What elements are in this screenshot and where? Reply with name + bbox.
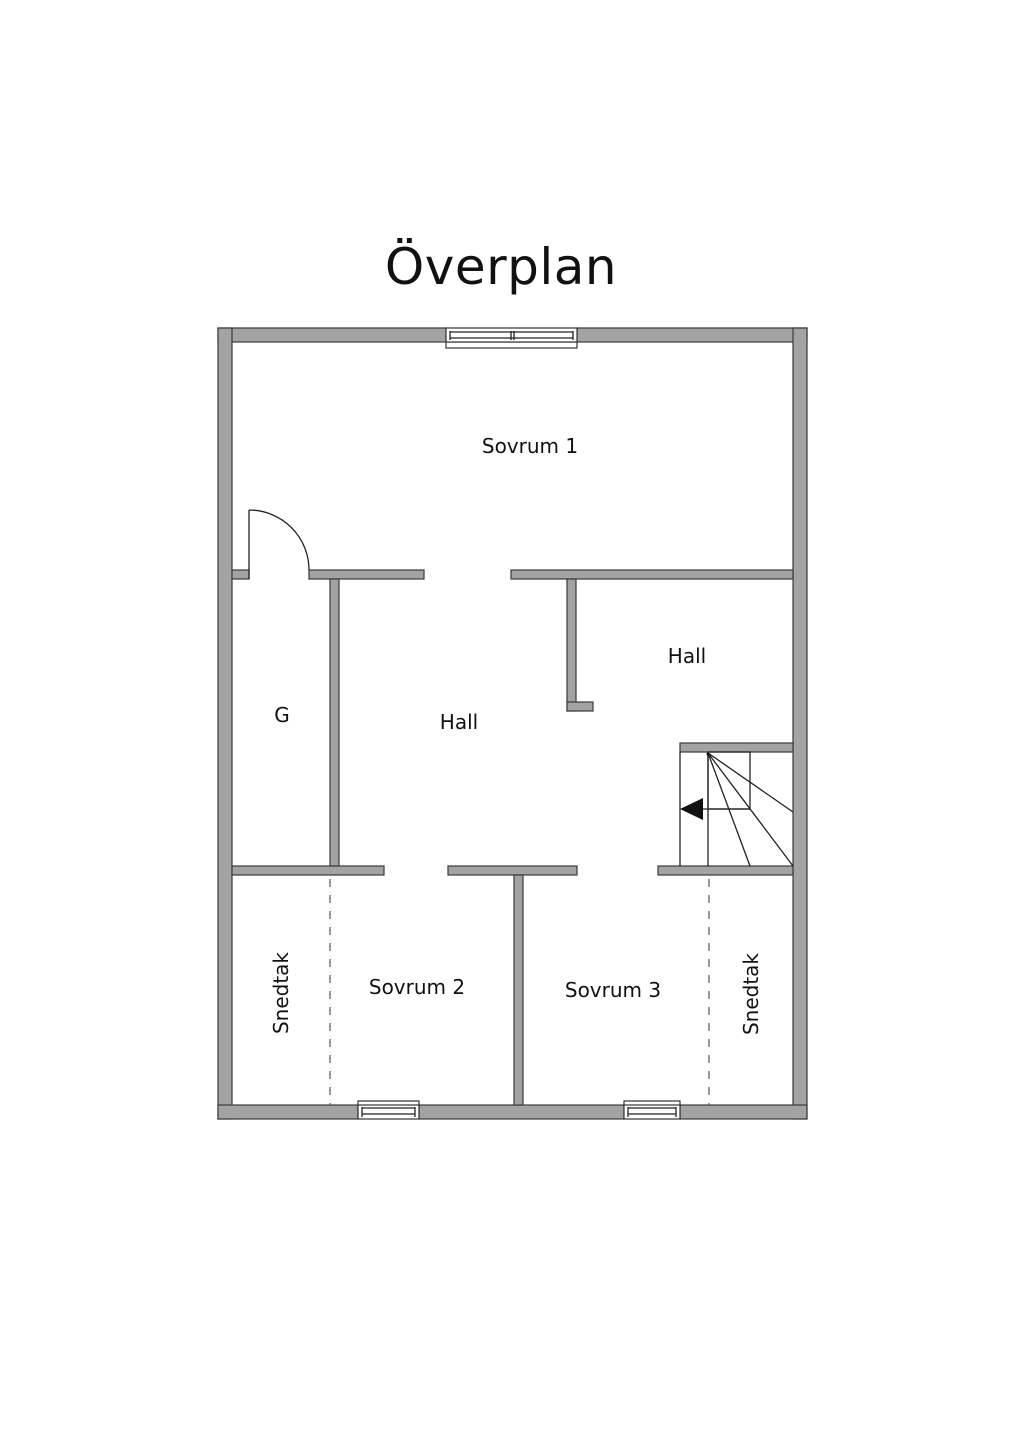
wall-sovrum1-right (510, 569, 794, 580)
wall-top-right (576, 327, 808, 343)
window-bottom-right (623, 1100, 681, 1120)
wall-top-left (217, 327, 447, 343)
wall-bottom-3 (679, 1104, 808, 1120)
wall-l-foot (566, 701, 594, 712)
wall-bedrooms-2 (447, 865, 578, 876)
window-bottom-left (357, 1100, 420, 1120)
room-label-sovrum1: Sovrum 1 (482, 434, 578, 458)
wall-bottom-1 (217, 1104, 359, 1120)
room-label-sovrum3: Sovrum 3 (565, 978, 661, 1002)
wall-stair-top (679, 742, 794, 753)
wall-bedroom-divider (513, 874, 524, 1106)
wall-sovrum1-left (308, 569, 425, 580)
room-label-hall-right: Hall (668, 644, 706, 668)
room-label-snedtak-right: Snedtak (739, 953, 763, 1035)
wall-stub-left (231, 569, 250, 580)
wall-left (217, 327, 233, 1120)
wall-g-divider (329, 578, 340, 867)
room-label-snedtak-left: Snedtak (269, 952, 293, 1034)
room-label-g: G (274, 703, 290, 727)
wall-bedrooms-1 (231, 865, 385, 876)
door-swing (248, 509, 310, 579)
stair-arrow-icon (680, 798, 703, 820)
wall-bottom-2 (418, 1104, 625, 1120)
room-label-hall-center: Hall (440, 710, 478, 734)
wall-bedrooms-3 (657, 865, 794, 876)
interior-walls (231, 569, 794, 1106)
room-label-sovrum2: Sovrum 2 (369, 975, 465, 999)
wall-l-vertical (566, 578, 577, 712)
floor-plan-title: Överplan (384, 238, 618, 296)
wall-right (792, 327, 808, 1120)
staircase (679, 751, 794, 867)
window-top (445, 327, 578, 349)
